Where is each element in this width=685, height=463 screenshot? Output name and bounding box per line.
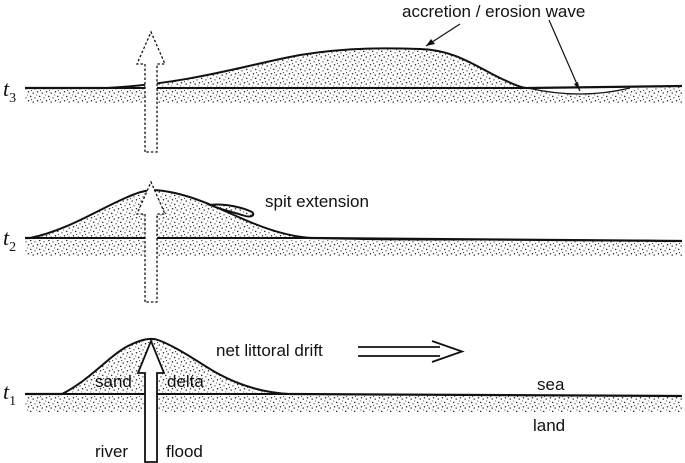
spit-lobe-t2	[206, 203, 255, 218]
shoreline-t2	[25, 236, 683, 243]
land-strip-t3	[25, 87, 682, 103]
erosion-dip-t3	[527, 87, 631, 95]
delta-label: delta	[167, 372, 204, 391]
panel-t1: sand delta net littoral drift sea land r…	[3, 337, 683, 463]
land-strip-t1	[25, 396, 682, 412]
river-arrow-t2	[136, 180, 166, 303]
spit-mound-t2	[29, 189, 313, 239]
land-label: land	[533, 416, 565, 435]
wave-leader-right-head	[574, 82, 580, 91]
river-label: river	[95, 442, 128, 461]
delta-mound-t1	[61, 337, 291, 395]
panel-t2: spit extension t2	[3, 180, 683, 303]
wave-leader-left-head	[426, 39, 435, 46]
wave-leader-right	[548, 19, 581, 92]
shoreline-t1	[25, 392, 683, 398]
shoreline-t3	[25, 84, 683, 90]
accretion-wave-label: accretion / erosion wave	[402, 2, 585, 21]
spit-extension-label: spit extension	[265, 192, 369, 211]
sea-label: sea	[537, 375, 565, 394]
land-strip-t2	[25, 240, 682, 256]
time-label-t3: t3	[3, 76, 16, 106]
flood-label: flood	[166, 442, 203, 461]
river-arrow-t3	[136, 30, 166, 153]
time-label-t2: t2	[3, 225, 16, 255]
accretion-mound-t3	[104, 47, 529, 89]
net-drift-label: net littoral drift	[216, 341, 323, 360]
panel-t3: accretion / erosion wave t3	[3, 2, 683, 153]
time-label-t1: t1	[3, 379, 16, 409]
river-flood-arrow	[136, 338, 166, 463]
drift-arrow	[358, 340, 465, 363]
sand-label: sand	[95, 372, 132, 391]
